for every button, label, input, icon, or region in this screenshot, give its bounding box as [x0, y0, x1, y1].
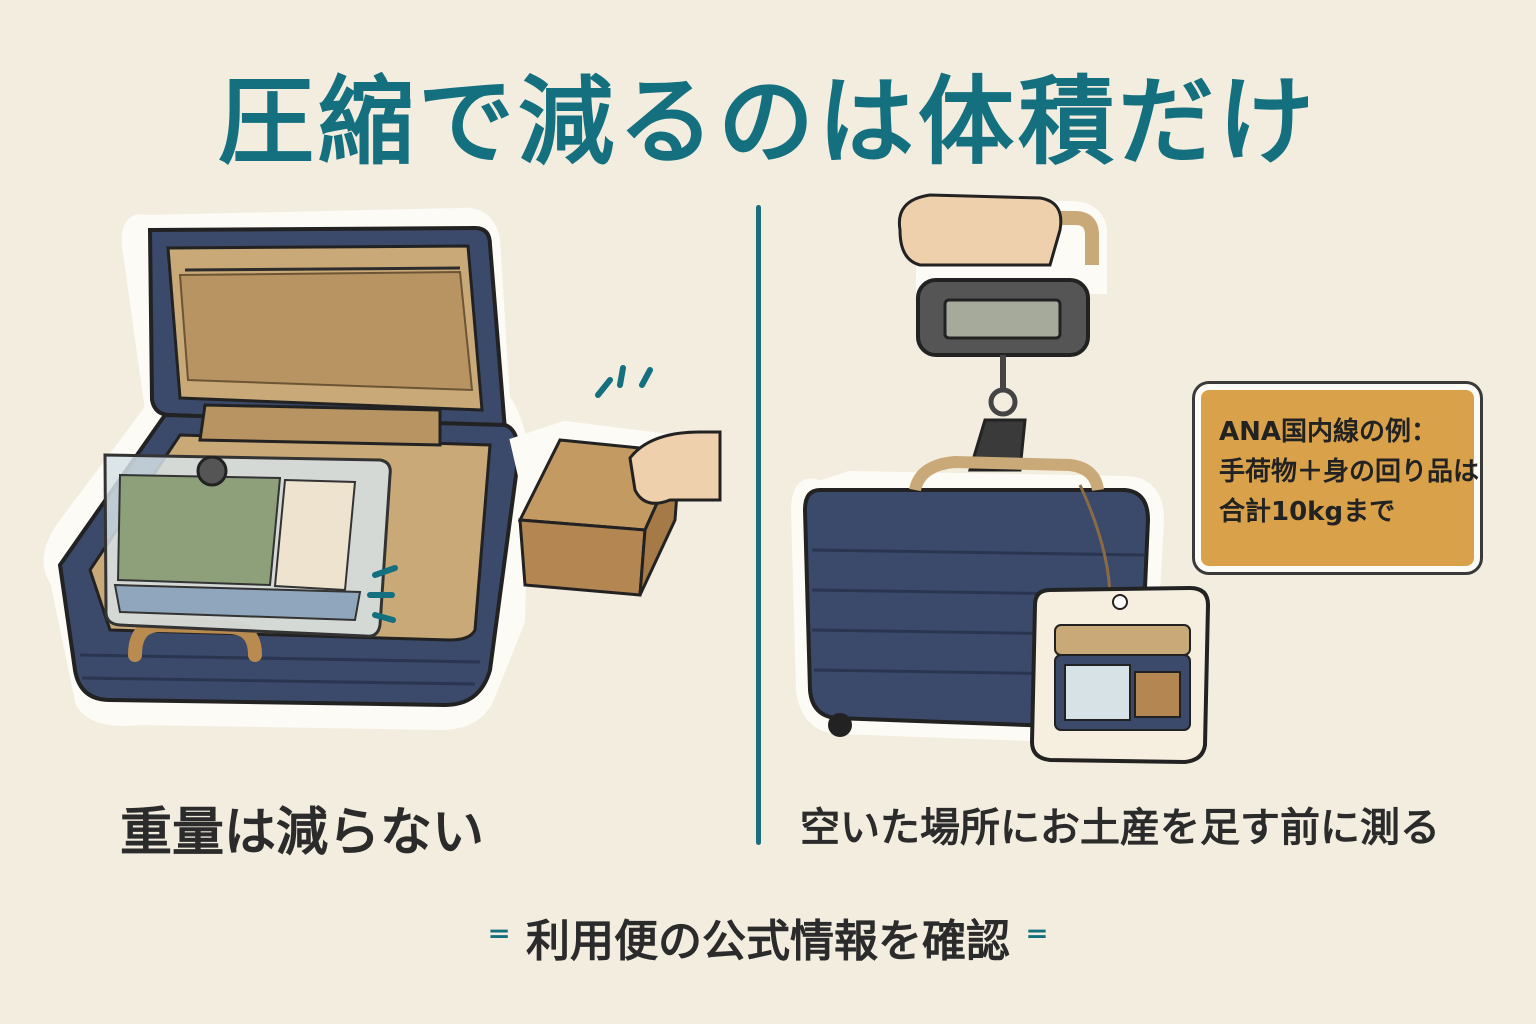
note-line-1: ANA国内線の例：	[1219, 417, 1438, 447]
left-caption: 重量は減らない	[120, 803, 485, 863]
hand-icon	[897, 193, 1063, 267]
page-title: 圧縮で減るのは体積だけ	[218, 66, 1318, 178]
luggage-tag-illustration	[1029, 585, 1211, 765]
deco-marks-right-icon: ⁼	[1025, 916, 1049, 967]
hand-icon	[628, 430, 722, 505]
note-line-3: 合計10kgまで	[1219, 497, 1396, 527]
note-line-2: 手荷物＋身の回り品は	[1219, 457, 1480, 487]
deco-marks-left-icon: ⁼	[487, 916, 526, 967]
vacuum-bag-icon	[103, 453, 392, 638]
open-suitcase-illustration	[43, 207, 722, 731]
center-divider	[756, 205, 761, 845]
footer-text: 利用便の公式情報を確認	[525, 916, 1010, 967]
right-caption: 空いた場所にお土産を足す前に測る	[800, 805, 1440, 851]
baggage-limit-note: ANA国内線の例： 手荷物＋身の回り品は 合計10kgまで	[1195, 384, 1480, 572]
footer-note: ⁼ 利用便の公式情報を確認 ⁼	[0, 905, 1536, 969]
